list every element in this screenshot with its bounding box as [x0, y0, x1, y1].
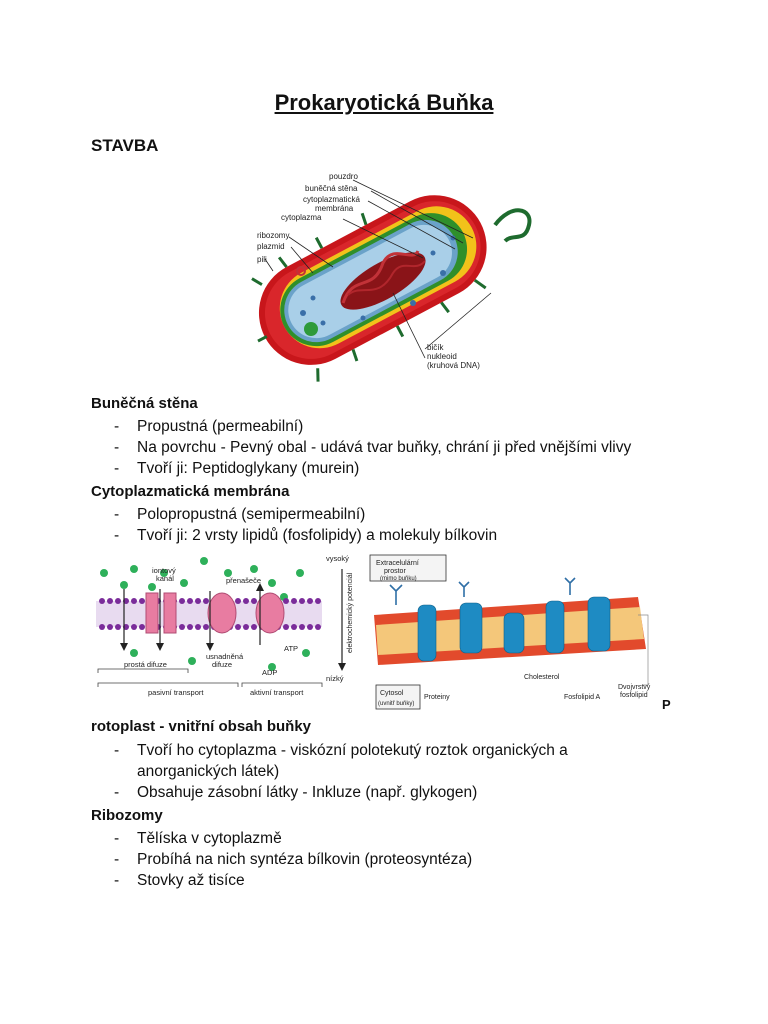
label-pouzdro: pouzdro: [329, 172, 358, 181]
label-fosfolipid-a: Fosfolipid A: [564, 694, 601, 701]
label-plazmid: plazmid: [257, 242, 285, 251]
label-dvojvrstvy: Dvojvrstvý: [618, 684, 651, 691]
section-heading-stavba: STAVBA: [91, 136, 159, 155]
prokaryotic-cell-diagram: pouzdro buněčná stěna cytoplazmatická me…: [251, 172, 532, 382]
membrane-structure-diagram: Extracelulární prostor (mimo buňku) Cyto…: [369, 554, 651, 710]
label-ribozomy: ribozomy: [257, 231, 289, 240]
section-heading-cell-wall: Buněčná stěna: [91, 395, 198, 412]
label-cholesterol: Cholesterol: [524, 674, 560, 681]
page-title: Prokaryotická Buňka: [274, 90, 494, 115]
membrane-transport-diagram: iontový kanál přenašeče vysoký nízký ATP…: [96, 554, 354, 697]
label-membrana: membrána: [315, 204, 354, 213]
label-extracelularni: Extracelulární: [376, 560, 419, 567]
label-pasivni-transport: pasivní transport: [148, 688, 204, 697]
label-nukleoid: nukleoid: [427, 352, 457, 361]
label-cytosol: Cytosol: [380, 690, 404, 697]
label-cytoplazma: cytoplazma: [281, 213, 322, 222]
label-uvnitr-bunky: (uvnitř buňky): [378, 701, 414, 707]
side-mark: P: [662, 697, 671, 712]
label-nizky: nízký: [326, 674, 344, 683]
label-iontovy: iontový: [152, 566, 176, 575]
label-mimo-bunku: (mimo buňku): [380, 576, 417, 582]
section-heading-cyto-membrane: Cytoplazmatická membrána: [91, 483, 290, 500]
label-cytoplazmaticka: cytoplazmatická: [303, 195, 360, 204]
label-prenasece: přenašeče: [226, 576, 261, 585]
nucleoid-shape: [340, 250, 426, 310]
label-bicik: bičík: [427, 343, 444, 352]
label-vysoky: vysoký: [326, 554, 349, 563]
label-prostor: prostor: [384, 568, 406, 575]
label-atp: ATP: [284, 644, 298, 653]
label-usnadnena: usnadněná: [206, 652, 244, 661]
label-adp: ADP: [262, 668, 277, 677]
flagellum-shape: [493, 208, 532, 243]
label-bunecna-stena: buněčná stěna: [305, 184, 358, 193]
section-heading-protoplast: rotoplast - vnitřní obsah buňky: [91, 718, 312, 735]
label-potencial: elektrochemický potenciál: [347, 572, 354, 653]
label-kruhova-dna: (kruhová DNA): [427, 361, 480, 370]
section-heading-ribozomy: Ribozomy: [91, 807, 163, 824]
label-fosfolipid: fosfolipid: [620, 692, 648, 699]
label-prosta-difuze: prostá difuze: [124, 660, 167, 669]
label-difuze: difuze: [212, 660, 232, 669]
label-pili: pili: [257, 255, 267, 264]
label-proteiny: Proteiny: [424, 694, 450, 701]
label-aktivni-transport: aktivní transport: [250, 688, 304, 697]
label-kanal: kanál: [156, 574, 174, 583]
